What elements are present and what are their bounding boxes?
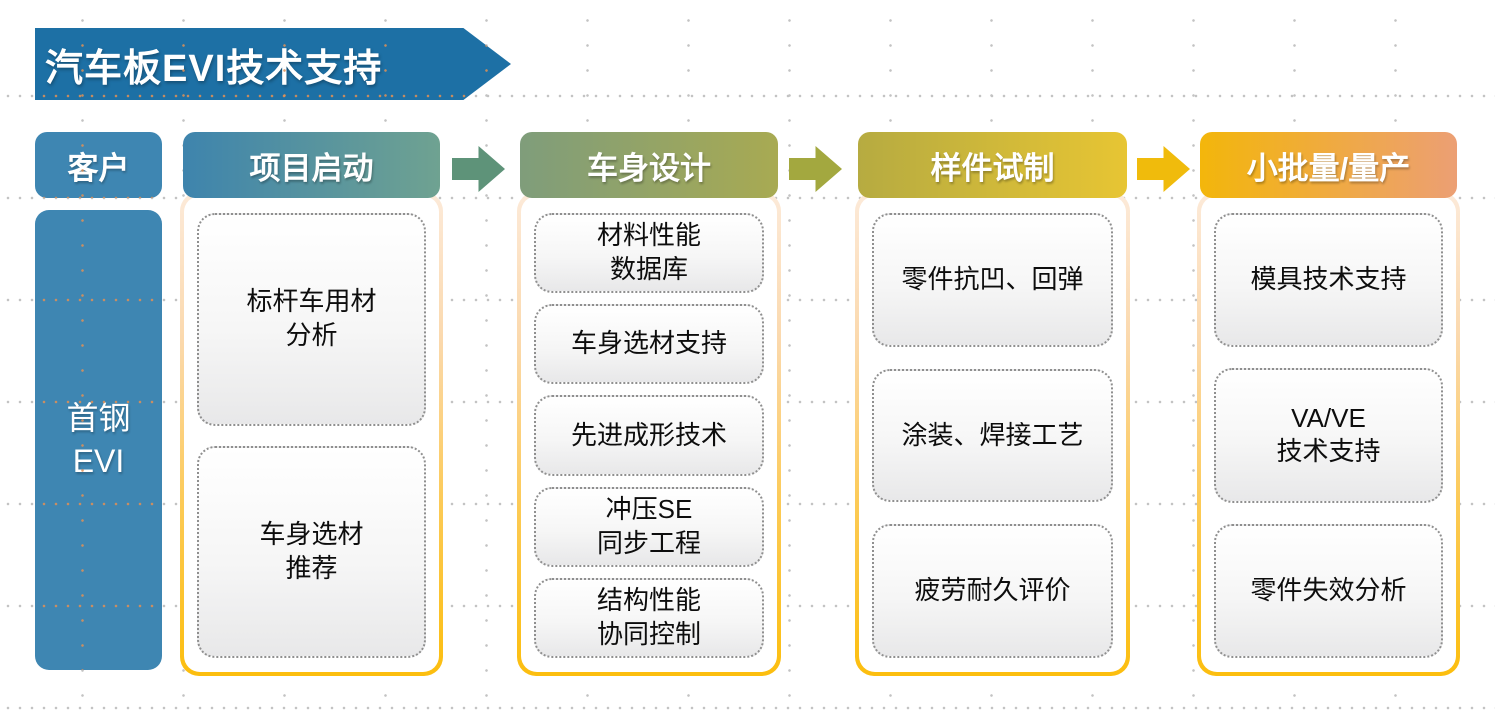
task-box: 先进成形技术 [534,395,764,476]
task-label: 标杆车用材 分析 [246,286,377,351]
customer-entity-label: 首钢 EVI [66,399,131,479]
phase-header-mass-production: 小批量/量产 [1200,132,1457,198]
flow-arrow-1 [452,146,505,192]
task-box: 车身选材 推荐 [197,445,426,658]
task-label: 涂装、焊接工艺 [901,419,1084,450]
page-title: 汽车板EVI技术支持 [45,47,383,90]
flow-arrow-3 [1137,146,1190,192]
phase-column-sample-trial: 样件试制 零件抗凹、回弹 涂装、焊接工艺 疲劳耐久评价 [855,132,1130,676]
customer-header-label: 客户 [67,150,130,186]
task-box: 结构性能 协同控制 [534,577,764,659]
customer-header: 客户 [35,132,162,198]
phase-header-sample-trial: 样件试制 [858,132,1127,198]
task-label: 车身选材支持 [570,328,727,359]
task-label: 车身选材 推荐 [259,518,364,583]
task-label: 冲压SE 同步工程 [596,493,701,558]
phase-frame: 零件抗凹、回弹 涂装、焊接工艺 疲劳耐久评价 [855,192,1130,676]
task-box: VA/VE 技术支持 [1214,368,1443,503]
task-box: 标杆车用材 分析 [197,213,426,426]
customer-entity-box: 首钢 EVI [35,210,162,670]
task-label: 模具技术支持 [1250,264,1407,295]
task-box: 材料性能 数据库 [534,213,764,294]
task-box: 模具技术支持 [1214,213,1443,348]
phase-frame: 模具技术支持 VA/VE 技术支持 零件失效分析 [1197,192,1460,676]
phase-header-project-start: 项目启动 [183,132,440,198]
task-box: 零件抗凹、回弹 [872,213,1113,347]
task-box: 车身选材支持 [534,304,764,385]
task-label: 疲劳耐久评价 [914,575,1071,606]
phase-column-mass-production: 小批量/量产 模具技术支持 VA/VE 技术支持 零件失效分析 [1197,132,1460,676]
task-box: 涂装、焊接工艺 [872,368,1113,503]
phase-column-body-design: 车身设计 材料性能 数据库 车身选材支持 先进成形技术 冲压SE 同步工程 结构… [517,132,781,676]
flow-arrow-2 [789,146,842,192]
phase-frame: 材料性能 数据库 车身选材支持 先进成形技术 冲压SE 同步工程 结构性能 协同… [517,192,781,676]
task-label: VA/VE 技术支持 [1276,402,1381,467]
phase-column-project-start: 项目启动 标杆车用材 分析 车身选材 推荐 [180,132,443,676]
phase-frame: 标杆车用材 分析 车身选材 推荐 [180,192,443,676]
phase-header-body-design: 车身设计 [520,132,778,198]
task-label: 材料性能 数据库 [596,220,701,285]
task-box: 零件失效分析 [1214,523,1443,658]
task-box: 冲压SE 同步工程 [534,486,764,567]
task-label: 先进成形技术 [570,419,727,450]
title-banner: 汽车板EVI技术支持 [35,28,511,100]
task-box: 疲劳耐久评价 [872,524,1113,659]
task-label: 结构性能 协同控制 [596,585,701,649]
task-label: 零件抗凹、回弹 [901,263,1084,294]
task-label: 零件失效分析 [1250,574,1407,605]
